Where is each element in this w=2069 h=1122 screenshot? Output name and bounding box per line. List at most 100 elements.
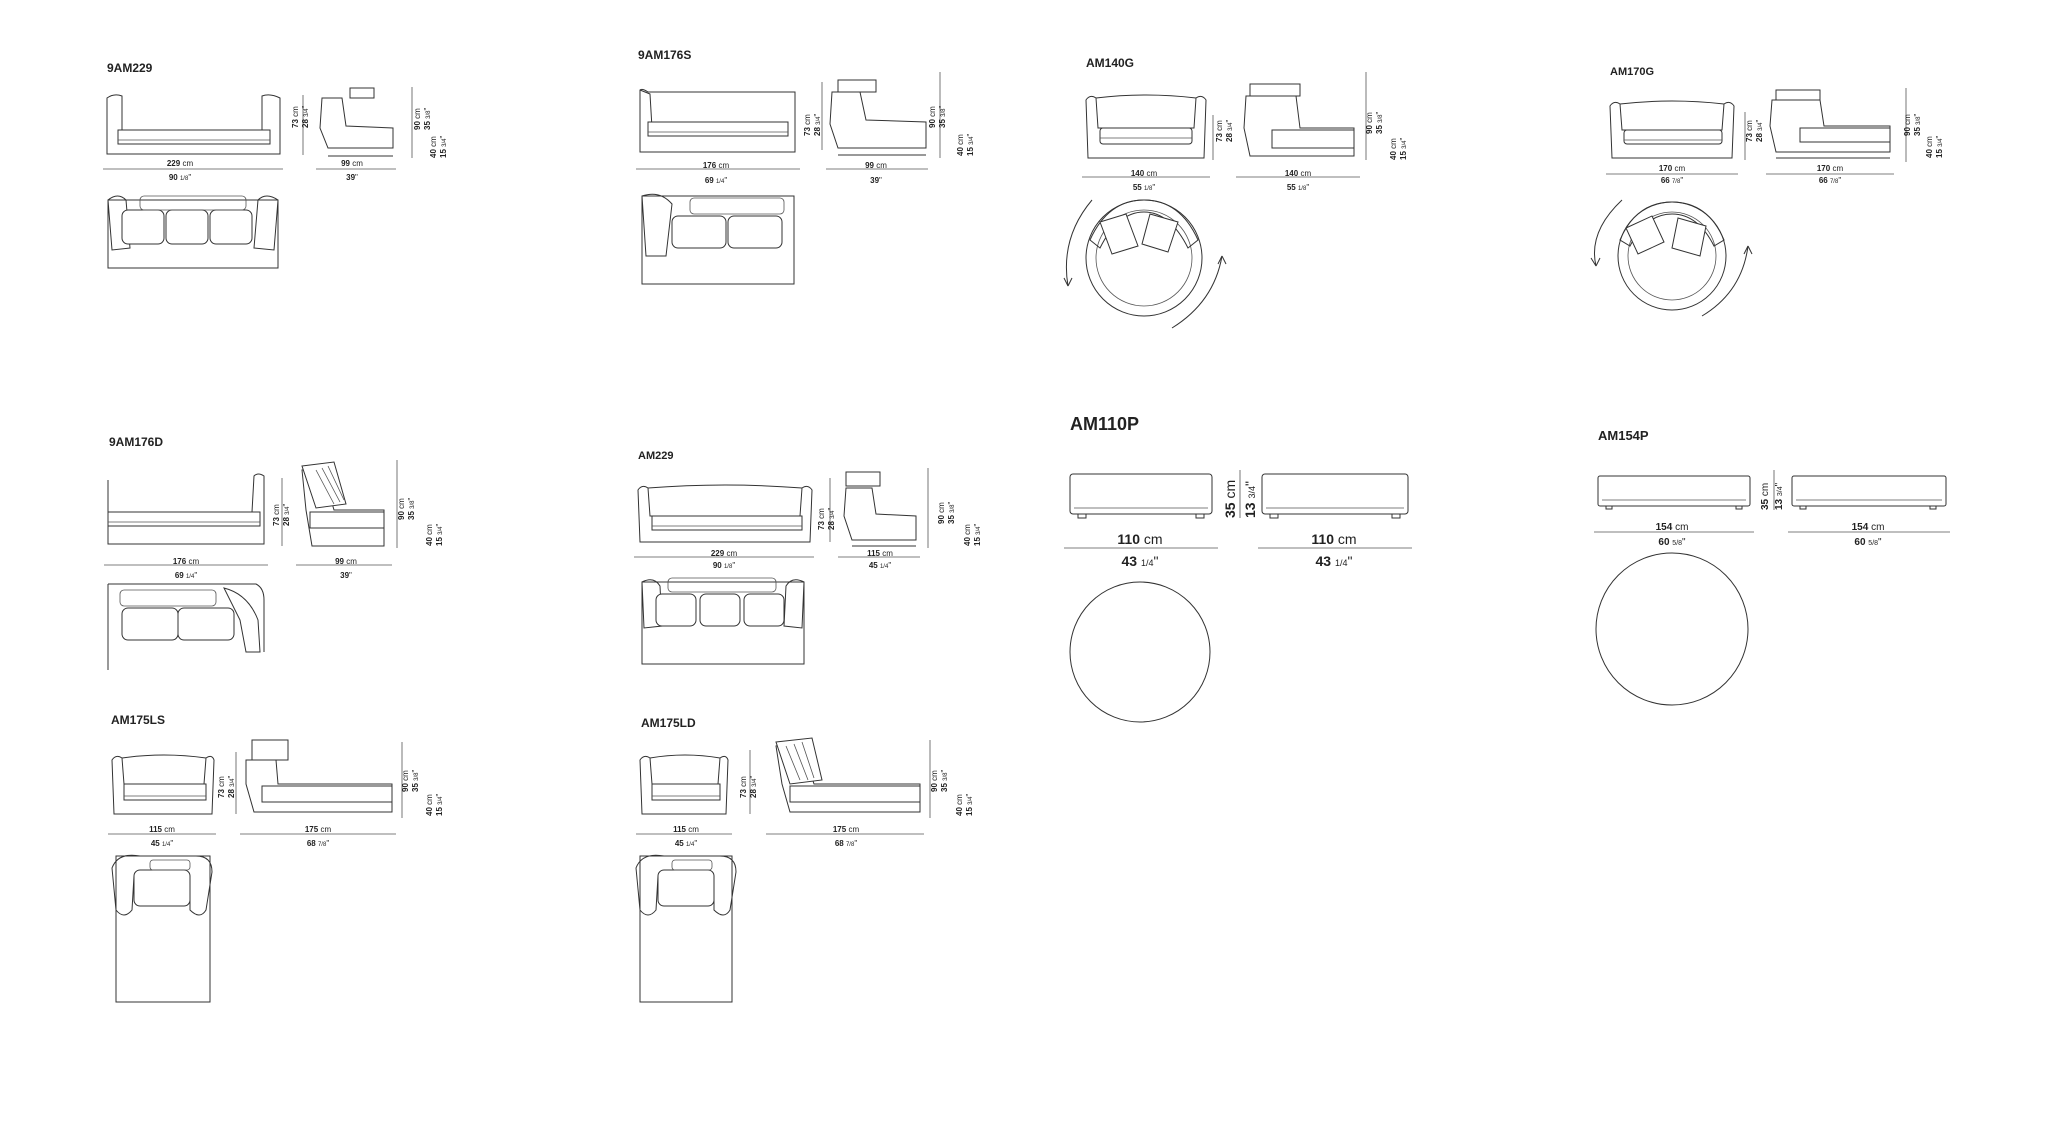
svg-text:13 3/4": 13 3/4": [1242, 481, 1258, 518]
svg-text:90 cm: 90 cm: [401, 770, 410, 792]
svg-text:35 cm: 35 cm: [1760, 483, 1771, 510]
svg-text:90 1/8": 90 1/8": [169, 173, 191, 182]
svg-text:39": 39": [340, 571, 352, 580]
svg-text:35 3/8": 35 3/8": [947, 502, 956, 524]
svg-text:90 cm: 90 cm: [397, 498, 406, 520]
svg-text:28 3/4": 28 3/4": [749, 776, 758, 798]
svg-text:229 cm: 229 cm: [711, 549, 738, 558]
svg-text:176 cm: 176 cm: [703, 161, 730, 170]
svg-text:90 cm: 90 cm: [1903, 114, 1912, 136]
svg-text:40 cm: 40 cm: [1925, 136, 1934, 158]
svg-text:40 cm: 40 cm: [425, 794, 434, 816]
svg-text:176 cm: 176 cm: [173, 557, 200, 566]
svg-text:73 cm: 73 cm: [803, 114, 812, 136]
svg-text:35 3/8": 35 3/8": [1375, 112, 1384, 134]
svg-text:55 1/8": 55 1/8": [1287, 183, 1309, 192]
svg-text:110 cm: 110 cm: [1117, 531, 1162, 547]
svg-text:90 cm: 90 cm: [930, 770, 939, 792]
svg-text:154 cm: 154 cm: [1656, 522, 1689, 533]
svg-text:28 3/4": 28 3/4": [1755, 120, 1764, 142]
svg-text:39": 39": [870, 176, 882, 185]
model-title: AM175LD: [641, 716, 696, 730]
dim-front-width-cm: 229: [167, 159, 181, 168]
svg-text:90 cm: 90 cm: [1365, 112, 1374, 134]
svg-text:15 3/4": 15 3/4": [435, 794, 444, 816]
svg-text:15 3/4": 15 3/4": [1399, 138, 1408, 160]
model-title: AM175LS: [111, 713, 166, 727]
svg-text:90 cm: 90 cm: [937, 502, 946, 524]
svg-text:73 cm: 73 cm: [1215, 120, 1224, 142]
svg-text:73 cm: 73 cm: [1745, 120, 1754, 142]
svg-text:99 cm: 99 cm: [335, 557, 357, 566]
svg-text:90 1/8": 90 1/8": [713, 561, 735, 570]
svg-text:45 1/4": 45 1/4": [675, 839, 697, 848]
svg-text:115 cm: 115 cm: [867, 549, 893, 558]
svg-text:28 3/4": 28 3/4": [1225, 120, 1234, 142]
svg-text:15 3/4": 15 3/4": [973, 524, 982, 546]
svg-text:60 5/8": 60 5/8": [1854, 537, 1882, 548]
svg-text:60 5/8": 60 5/8": [1658, 537, 1686, 548]
svg-text:35 3/8": 35 3/8": [423, 108, 432, 130]
svg-text:40 cm: 40 cm: [425, 524, 434, 546]
svg-text:66 7/8": 66 7/8": [1661, 176, 1683, 185]
svg-text:68 7/8": 68 7/8": [307, 839, 329, 848]
svg-text:35 3/8": 35 3/8": [411, 770, 420, 792]
svg-text:229 cm: 229 cm: [167, 159, 194, 168]
svg-text:15 3/4": 15 3/4": [965, 794, 974, 816]
model-title: AM154P: [1598, 428, 1649, 443]
svg-text:13 3/4": 13 3/4": [1774, 482, 1785, 510]
svg-text:69 1/4": 69 1/4": [175, 571, 197, 580]
svg-text:35 3/8": 35 3/8": [940, 770, 949, 792]
svg-text:140 cm: 140 cm: [1285, 169, 1312, 178]
svg-text:115 cm: 115 cm: [673, 825, 699, 834]
svg-text:28 3/4": 28 3/4": [227, 776, 236, 798]
model-title: 9AM229: [107, 61, 153, 75]
svg-text:99 cm: 99 cm: [341, 159, 363, 168]
dim-front-width-in: 90: [169, 173, 178, 182]
svg-text:35 3/8": 35 3/8": [1913, 114, 1922, 136]
model-title: AM110P: [1070, 414, 1140, 434]
svg-text:99 cm: 99 cm: [865, 161, 887, 170]
svg-text:170 cm: 170 cm: [1817, 164, 1844, 173]
svg-text:40 cm: 40 cm: [1389, 138, 1398, 160]
svg-text:73 cm: 73 cm: [272, 504, 281, 526]
svg-text:35 3/8": 35 3/8": [407, 498, 416, 520]
dim-side-width-in: 39: [346, 173, 355, 182]
svg-text:40 cm: 40 cm: [963, 524, 972, 546]
model-title: AM140G: [1086, 56, 1135, 70]
svg-text:66 7/8": 66 7/8": [1819, 176, 1841, 185]
dim-h3-cm: 40: [429, 149, 438, 158]
svg-text:15 3/4": 15 3/4": [1935, 136, 1944, 158]
svg-text:115 cm: 115 cm: [149, 825, 175, 834]
svg-text:175 cm: 175 cm: [833, 825, 860, 834]
svg-text:40 cm: 40 cm: [956, 134, 965, 156]
svg-text:110 cm: 110 cm: [1311, 531, 1356, 547]
svg-text:73 cm: 73 cm: [291, 106, 300, 128]
svg-text:35 3/8": 35 3/8": [938, 106, 947, 128]
model-title: 9AM176S: [638, 48, 692, 62]
svg-text:35 cm: 35 cm: [1222, 480, 1238, 518]
svg-text:28 3/4": 28 3/4": [827, 508, 836, 530]
svg-text:175 cm: 175 cm: [305, 825, 332, 834]
svg-text:154 cm: 154 cm: [1852, 522, 1885, 533]
svg-text:28 3/4": 28 3/4": [301, 106, 310, 128]
svg-text:73 cm: 73 cm: [739, 776, 748, 798]
svg-text:43 1/4": 43 1/4": [1122, 553, 1159, 569]
dim-h1-cm: 73: [291, 119, 300, 128]
svg-text:73 cm: 73 cm: [217, 776, 226, 798]
svg-text:28 3/4": 28 3/4": [813, 114, 822, 136]
svg-text:43 1/4": 43 1/4": [1316, 553, 1353, 569]
svg-text:90 cm: 90 cm: [413, 108, 422, 130]
svg-text:15 3/4": 15 3/4": [439, 136, 448, 158]
svg-text:28 3/4": 28 3/4": [282, 504, 291, 526]
